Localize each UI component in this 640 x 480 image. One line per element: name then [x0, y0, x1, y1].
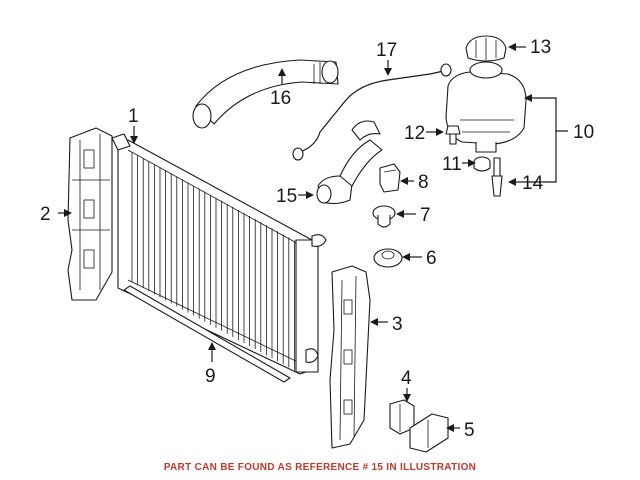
callout-13: 13	[530, 37, 551, 58]
part-6-grommet	[373, 248, 403, 268]
callout-8: 8	[418, 172, 429, 193]
leader-17	[384, 60, 392, 76]
leader-7	[396, 210, 416, 218]
part-17-vent-line	[292, 63, 452, 161]
callout-9: 9	[205, 366, 216, 387]
callout-3: 3	[392, 314, 403, 335]
leader-15	[298, 191, 314, 199]
part-8-plug	[379, 163, 401, 193]
callout-12: 12	[404, 123, 425, 144]
part-1-radiator	[111, 133, 327, 375]
part-5-mount	[409, 413, 449, 453]
callout-10: 10	[573, 122, 594, 143]
part-10-expansion-tank	[445, 61, 527, 153]
part-7-retainer	[372, 205, 396, 228]
leader-4	[403, 388, 411, 402]
leader-10	[508, 94, 568, 186]
leader-12	[426, 128, 444, 136]
leader-8	[400, 177, 414, 185]
part-11-nut	[473, 156, 491, 172]
callout-2: 2	[40, 204, 51, 225]
part-3-side-panel-right	[329, 265, 371, 449]
leader-2	[58, 209, 72, 217]
part-2-side-panel-left	[67, 127, 113, 301]
leader-9	[208, 342, 216, 362]
part-13-cap	[465, 35, 507, 62]
callout-1: 1	[128, 106, 139, 127]
callout-16: 16	[270, 88, 291, 109]
part-14-sensor	[491, 157, 503, 197]
part-12-bolt	[445, 125, 461, 145]
callout-4: 4	[401, 368, 412, 389]
callout-7: 7	[420, 205, 431, 226]
callout-14: 14	[522, 173, 544, 194]
callout-15: 15	[276, 186, 297, 207]
leader-1	[130, 126, 138, 144]
reference-note: PART CAN BE FOUND AS REFERENCE # 15 IN I…	[163, 462, 477, 473]
part-15-hose-outlet	[316, 120, 383, 205]
leader-11	[462, 159, 476, 167]
part-16-upper-hose	[192, 59, 339, 129]
leader-3	[370, 318, 388, 326]
callout-5: 5	[464, 420, 475, 441]
leader-13	[508, 43, 526, 51]
callout-11: 11	[442, 154, 462, 175]
leader-5	[446, 424, 460, 432]
leader-6	[402, 253, 422, 261]
callout-6: 6	[426, 248, 437, 269]
part-9-seal-strip	[123, 285, 291, 383]
leader-16	[278, 68, 286, 84]
callout-17: 17	[376, 40, 397, 61]
